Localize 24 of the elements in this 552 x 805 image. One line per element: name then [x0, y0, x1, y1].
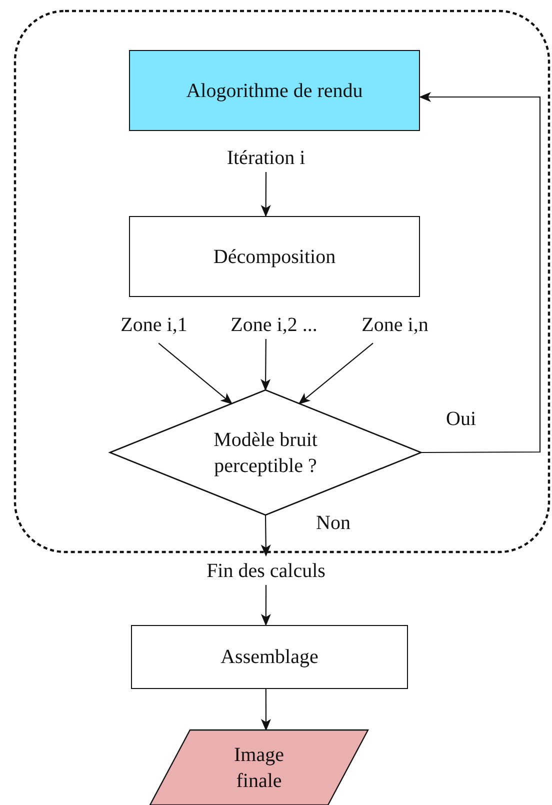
node-label: Image finale: [233, 742, 285, 794]
arrow: [298, 342, 374, 404]
process-box: [129, 50, 420, 131]
flow-text: Fin des calculs: [206, 559, 326, 584]
arrow: [260, 585, 271, 626]
arrow: [419, 92, 541, 454]
node-label: Décomposition: [213, 244, 336, 270]
node-label: Modèle bruit perceptible ?: [212, 428, 318, 478]
arrow: [260, 689, 271, 731]
flow-text: Zone i,2 ...: [230, 313, 318, 338]
output-parallelogram: [150, 730, 368, 805]
dashed-region: [14, 10, 550, 553]
node-label: Assemblage: [220, 645, 318, 670]
flow-text: Zone i,1: [120, 313, 188, 338]
arrow: [260, 172, 271, 217]
decision-diamond: [110, 390, 421, 515]
flow-text: Zone i,n: [362, 313, 428, 338]
node-label: Alogorithme de rendu: [186, 78, 363, 104]
arrow: [260, 515, 271, 557]
process-box: [129, 216, 420, 297]
arrow: [158, 342, 233, 404]
flow-text: Itération i: [226, 146, 306, 171]
process-box: [131, 625, 408, 689]
arrow: [260, 339, 271, 391]
